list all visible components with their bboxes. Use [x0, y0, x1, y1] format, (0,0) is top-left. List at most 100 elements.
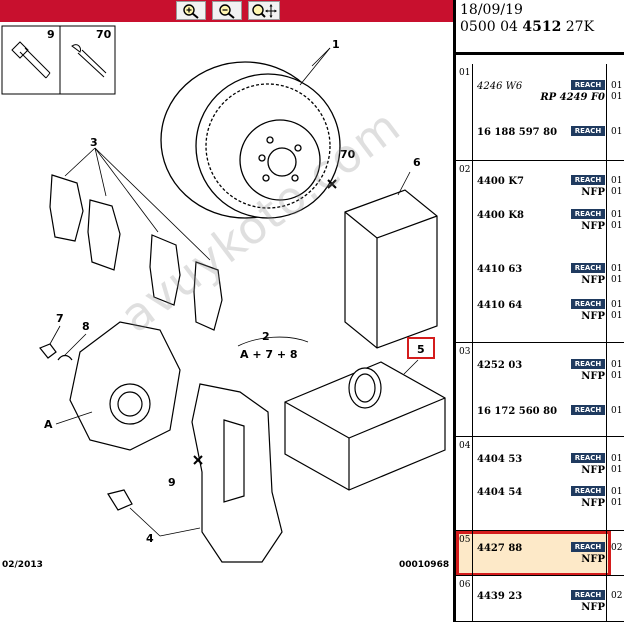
part-quantity: 01: [611, 187, 623, 197]
part-quantity: 01: [611, 454, 623, 464]
footer-drawing-number: 00010968: [399, 560, 450, 570]
header-date: 18/09/19: [460, 2, 523, 18]
reach-badge[interactable]: REACH: [571, 590, 605, 600]
callout-6: 6: [413, 156, 421, 169]
caliper-bracket: [191, 383, 283, 563]
part-reference[interactable]: 4410 64: [477, 300, 523, 311]
reach-badge[interactable]: REACH: [571, 405, 605, 415]
part-quantity: 01: [611, 81, 623, 91]
qty-separator: [606, 343, 607, 436]
reach-badge[interactable]: REACH: [571, 80, 605, 90]
part-sub-reference: NFP: [581, 602, 605, 613]
reach-badge[interactable]: REACH: [571, 299, 605, 309]
exploded-diagram-pane[interactable]: 9 70 1 70 3: [0, 0, 453, 622]
reach-badge[interactable]: REACH: [571, 263, 605, 273]
reach-badge[interactable]: REACH: [571, 542, 605, 552]
callout-9b: 9: [168, 476, 176, 489]
part-quantity: 01: [611, 127, 623, 137]
callout-2: 2: [262, 330, 270, 343]
part-reference[interactable]: 16 188 597 80: [477, 127, 558, 138]
part-reference[interactable]: 4427 88: [477, 543, 523, 554]
callout-a: A: [44, 418, 53, 431]
reach-badge[interactable]: REACH: [571, 175, 605, 185]
qty-separator: [606, 531, 607, 575]
footer-date: 02/2013: [2, 560, 43, 570]
callout-3: 3: [90, 136, 98, 149]
part-quantity: 01: [611, 406, 623, 416]
reach-badge[interactable]: REACH: [571, 359, 605, 369]
callout-5-box[interactable]: [407, 337, 435, 359]
part-reference[interactable]: 4439 23: [477, 591, 523, 602]
callout-a-plus: A + 7 + 8: [240, 348, 298, 361]
reach-badge[interactable]: REACH: [571, 209, 605, 219]
magnifier-plus-icon: [183, 3, 199, 19]
part-quantity: 01: [611, 360, 623, 370]
part-reference[interactable]: 4246 W6: [477, 81, 523, 92]
part-quantity: 01: [611, 210, 623, 220]
part-row[interactable]: 16 188 597 80 REACH 01: [456, 124, 624, 154]
callout-4: 4: [146, 532, 154, 545]
callout-5: 5: [417, 343, 425, 356]
group-number: 06: [459, 580, 471, 590]
part-sub-reference: RP 4249 F0: [540, 92, 605, 103]
kit-box-5: [284, 361, 446, 491]
part-reference[interactable]: 4400 K8: [477, 210, 524, 221]
group-separator: [472, 576, 473, 621]
group-separator: [472, 343, 473, 436]
diagram-toolbar: [0, 0, 453, 22]
selected-row-highlight: [456, 531, 611, 576]
qty-separator: [606, 576, 607, 621]
zoom-in-button[interactable]: [176, 1, 206, 20]
group-separator: [472, 437, 473, 530]
part-quantity: 01: [611, 487, 623, 497]
part-reference[interactable]: 4410 63: [477, 264, 523, 275]
part-row[interactable]: 16 172 560 80 REACH 01: [456, 403, 624, 433]
part-row[interactable]: 4439 23 REACH NFP 02: [456, 588, 624, 618]
part-quantity: 01: [611, 221, 623, 231]
kit-box-6: [344, 189, 438, 349]
pan-button[interactable]: [248, 1, 280, 20]
callout-9a: 9: [47, 28, 55, 41]
part-quantity: 01: [611, 92, 623, 102]
qty-separator: [606, 437, 607, 530]
brake-caliper: [69, 321, 181, 451]
brake-pads: [49, 174, 223, 331]
part-sub-reference: NFP: [581, 275, 605, 286]
callout-8: 8: [82, 320, 90, 333]
callout-7: 7: [56, 312, 64, 325]
reach-badge[interactable]: REACH: [571, 453, 605, 463]
zoom-out-button[interactable]: [212, 1, 242, 20]
part-sub-reference: NFP: [581, 221, 605, 232]
part-quantity: 01: [611, 311, 623, 321]
part-quantity: 02: [611, 591, 623, 601]
reach-badge[interactable]: REACH: [571, 126, 605, 136]
brake-disc: [160, 61, 341, 219]
part-quantity: 01: [611, 465, 623, 475]
group-number: 04: [459, 441, 471, 451]
reach-badge[interactable]: REACH: [571, 486, 605, 496]
part-reference[interactable]: 4400 K7: [477, 176, 524, 187]
header-ref-suffix: 27K: [561, 19, 595, 35]
qty-separator: [606, 161, 607, 342]
part-sub-reference: NFP: [581, 187, 605, 198]
part-reference[interactable]: 4404 53: [477, 454, 523, 465]
part-reference[interactable]: 4404 54: [477, 487, 523, 498]
group-number: 05: [459, 535, 471, 545]
part-sub-reference: NFP: [581, 498, 605, 509]
part-reference[interactable]: 16 172 560 80: [477, 406, 558, 417]
callout-70b: 70: [340, 148, 356, 161]
part-reference[interactable]: 4252 03: [477, 360, 523, 371]
